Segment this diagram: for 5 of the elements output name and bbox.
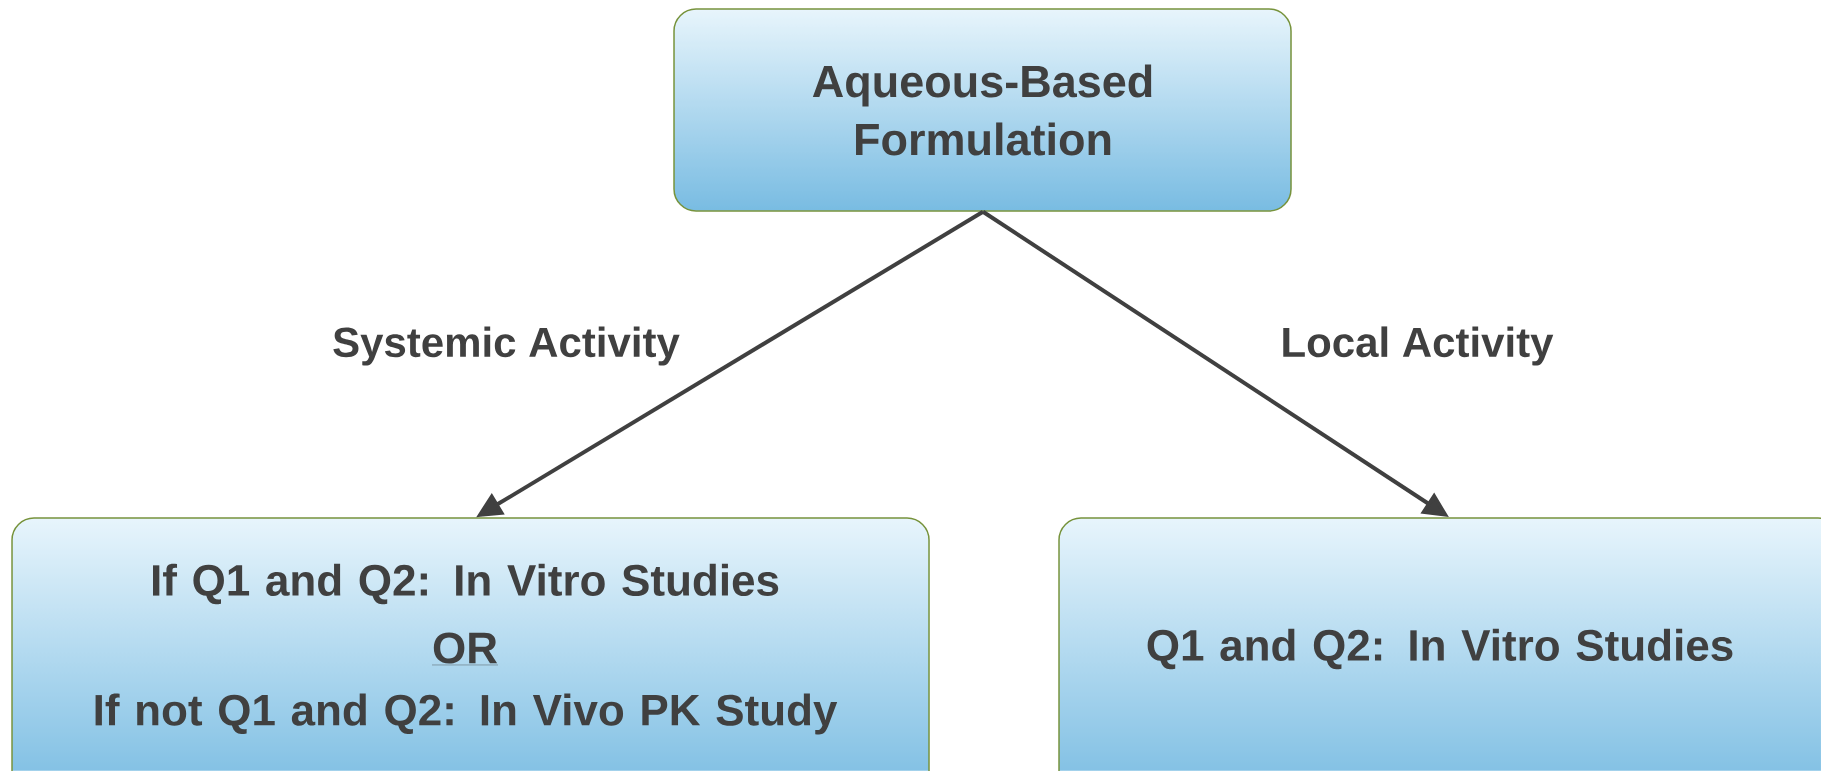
process-box: Q1 and Q2: In Vitro Studies <box>1058 517 1821 771</box>
edge-label: Local Activity <box>1283 326 1554 366</box>
edge-label: Systemic Activity <box>333 326 680 366</box>
process-box: Aqueous-Based Formulation <box>673 8 1292 212</box>
process-box: If Q1 and Q2: In Vitro Studies OR If not Q1 and Q2: In Vivo PK Study <box>11 517 930 771</box>
